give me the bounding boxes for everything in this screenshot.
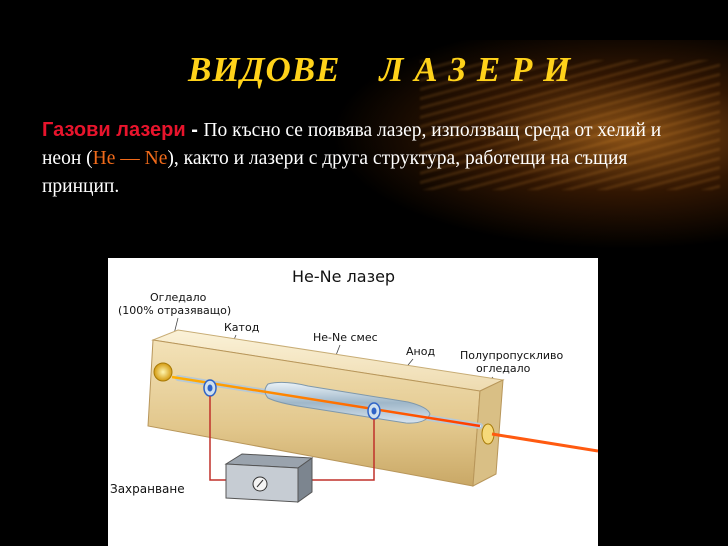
power-supply-unit [224, 453, 314, 503]
slide-title: ВИДОВЕ Л А З Е Р И [188, 50, 572, 89]
diagram-title: He-Ne лазер [292, 267, 395, 286]
diagram-svg: He-Ne лазер Огледало (100% отразяващо) К… [110, 267, 598, 503]
output-mirror-label-line1: Полупропускливо [460, 349, 564, 362]
rear-mirror [153, 362, 173, 382]
he-ne-laser-diagram: He-Ne лазер Огледало (100% отразяващо) К… [108, 258, 598, 546]
output-beam [491, 432, 598, 453]
mirror-label-line1: Огледало [150, 291, 207, 304]
cathode-electrode [203, 379, 217, 397]
gas-lasers-heading: Газови лазери [42, 119, 186, 141]
paragraph-text-2: ), както и лазери с друга структура, раб… [42, 148, 628, 197]
mirror-label-line2: (100% отразяващо) [118, 304, 231, 317]
background-glow [330, 40, 728, 250]
he-ne-mix-label: He-Ne смес [313, 331, 378, 344]
background-rays [420, 60, 720, 190]
description-paragraph: Газови лазери - По късно се появява лазе… [42, 116, 682, 201]
paragraph-text-1: По късно се появява лазер, използващ сре… [42, 120, 662, 169]
output-mirror-label-line2: огледало [476, 362, 531, 375]
he-ne-formula: He — Ne [92, 148, 168, 169]
heading-dash: - [185, 119, 204, 141]
anode-electrode [367, 402, 381, 420]
power-wires [209, 396, 375, 481]
internal-beam [171, 375, 481, 428]
cathode-label: Катод [224, 321, 260, 334]
anode-label: Анод [406, 345, 435, 358]
power-supply-label: Захранване [110, 482, 185, 496]
